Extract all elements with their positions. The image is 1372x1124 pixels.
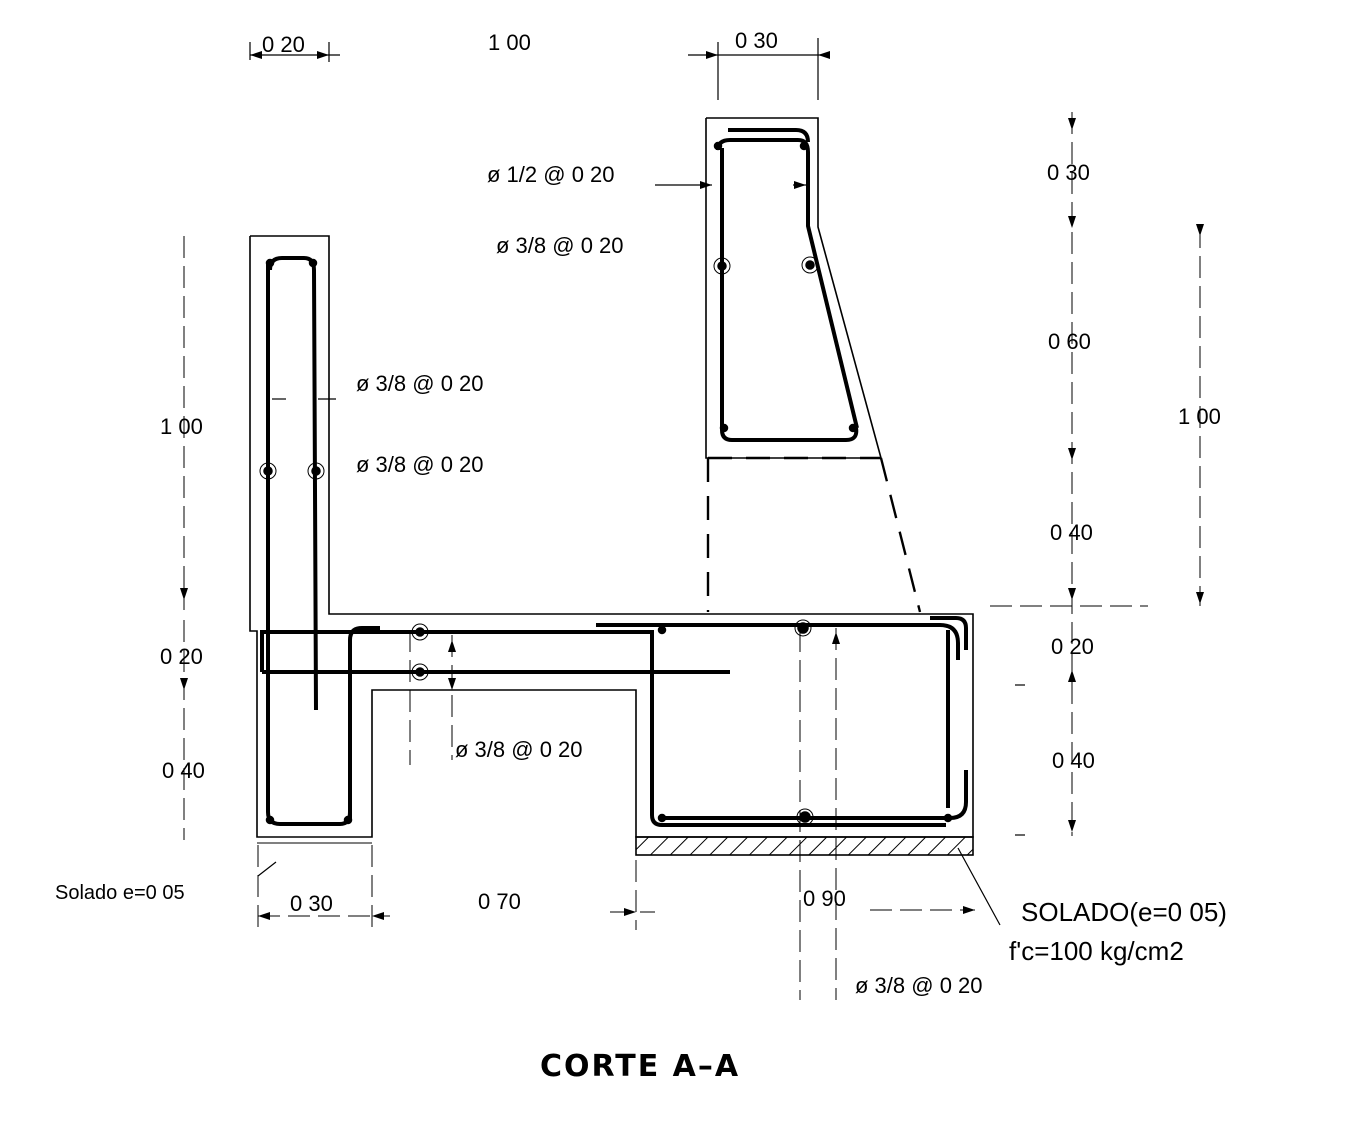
drawing-title: CORTE A–A (540, 1049, 741, 1084)
dim-right-footing: 0 40 (1052, 748, 1095, 773)
upper-wall-top-hook (728, 130, 808, 142)
dim-left-footing-height: 0 40 (162, 758, 205, 783)
dim-right-slab: 0 20 (1051, 634, 1094, 659)
rebar-top-right-dist: ø 3/8 @ 0 20 (496, 233, 624, 258)
dim-bottom-right: 0 90 (803, 886, 846, 911)
dim-bottom-left: 0 30 (290, 891, 333, 916)
note-solado-right-1: SOLADO(e=0 05) (1021, 897, 1227, 927)
solado-hatch (635, 836, 974, 856)
dimension-solid (250, 38, 1025, 925)
hidden-lines (708, 458, 920, 612)
rebar-dot-rings (259, 256, 819, 826)
rebar-dots (263, 141, 953, 825)
dim-bottom-mid: 0 70 (478, 889, 521, 914)
rebar-left-wall-main: ø 3/8 @ 0 20 (356, 371, 484, 396)
note-solado-right-2: f'c=100 kg/cm2 (1009, 936, 1184, 966)
rebar-left-wall-dist: ø 3/8 @ 0 20 (356, 452, 484, 477)
dim-top-left-width: 0 20 (262, 32, 305, 57)
rebar-footing: ø 3/8 @ 0 20 (855, 973, 983, 998)
rebar-top-right-main: ø 1/2 @ 0 20 (487, 162, 615, 187)
right-footing-top (596, 625, 958, 660)
dim-left-wall-height: 1 00 (160, 414, 203, 439)
arrowheads (180, 51, 1204, 920)
dim-top-span: 1 00 (488, 30, 531, 55)
dim-right-total: 1 00 (1178, 404, 1221, 429)
left-wall-outer-bar (268, 262, 350, 824)
left-footing-stirrup (350, 628, 380, 820)
upper-wall-stirrup (718, 140, 857, 428)
upper-wall-inner (722, 148, 856, 440)
dimension-lines (184, 112, 1200, 1000)
dim-left-slab-thickness: 0 20 (160, 644, 203, 669)
rebar-slab: ø 3/8 @ 0 20 (455, 737, 583, 762)
dim-right-top: 0 30 (1047, 160, 1090, 185)
concrete-outline (250, 118, 973, 837)
upper-wall-outline (706, 118, 881, 458)
dim-right-mid: 0 60 (1048, 329, 1091, 354)
left-wall-stirrup (270, 258, 316, 710)
main-section-outline (250, 236, 973, 837)
right-footing-left (652, 630, 946, 825)
dim-top-right-width: 0 30 (735, 28, 778, 53)
right-footing-bottom (660, 770, 966, 818)
dim-right-lower: 0 40 (1050, 520, 1093, 545)
note-solado-left: Solado e=0 05 (55, 882, 185, 904)
right-footing-hook-right (930, 618, 966, 650)
